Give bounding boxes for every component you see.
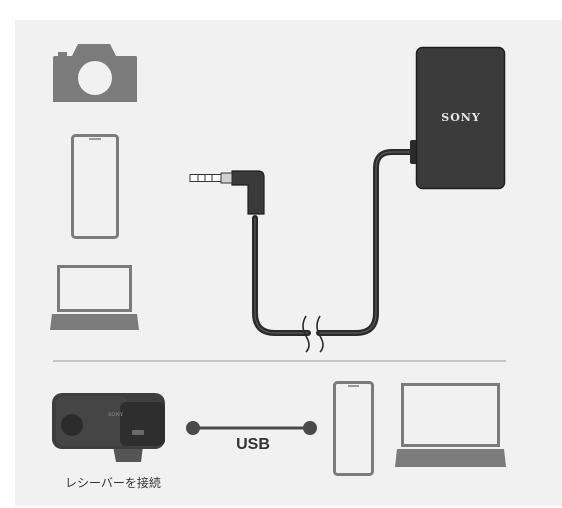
laptop-icon	[50, 265, 139, 330]
smartphone-icon	[333, 381, 374, 476]
receiver-brand-label: SONY	[108, 412, 124, 418]
usb-connection	[186, 421, 317, 435]
camera-icon	[53, 44, 137, 102]
angled-plug	[189, 170, 265, 215]
receiver-device: SONY	[52, 393, 165, 462]
laptop-icon	[395, 383, 506, 467]
receiver-caption: レシーバーを接続	[65, 476, 161, 490]
audio-cable	[252, 149, 415, 353]
recorder-device: SONY	[410, 46, 506, 190]
usb-label: USB	[236, 436, 270, 453]
recorder-brand-label: SONY	[441, 111, 480, 124]
smartphone-icon	[71, 134, 119, 239]
